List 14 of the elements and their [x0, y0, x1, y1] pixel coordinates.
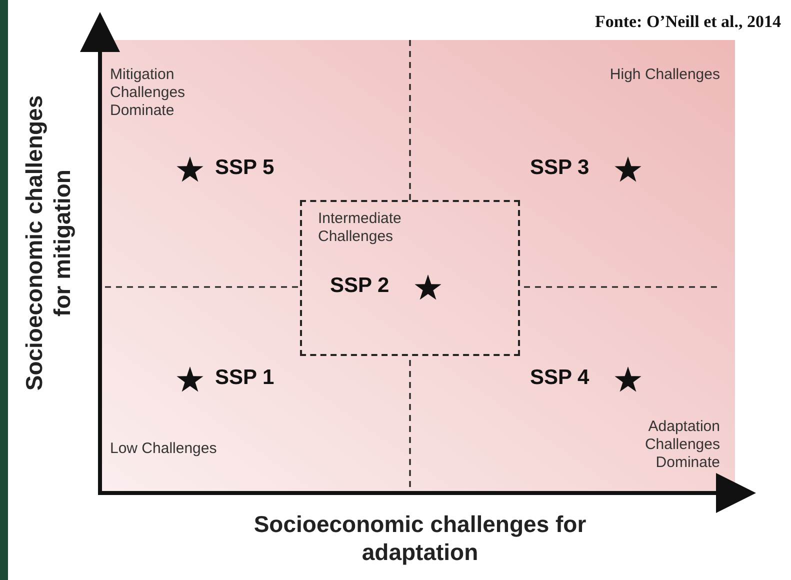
scenario-label: SSP 1 — [215, 366, 274, 390]
axis-title: Socioeconomic challenges for adaptation — [252, 510, 588, 566]
source-note: Fonte: O’Neill et al., 2014 — [594, 12, 781, 32]
quadrant-label: Low Challenges — [110, 440, 218, 458]
axis-title: Socioeconomic challenges for mitigation — [20, 94, 76, 393]
scenario-label: SSP 3 — [530, 156, 590, 180]
quadrant-label: Adaptation Challenges Dominate — [644, 418, 720, 472]
scenario-label: SSP 4 — [530, 366, 590, 390]
dashed-box — [300, 200, 520, 356]
scenario-label: SSP 5 — [215, 156, 274, 180]
scenario-label: SSP 2 — [330, 274, 390, 298]
quadrant-label: High Challenges — [608, 66, 720, 84]
quadrant-label: Mitigation Challenges Dominate — [110, 66, 186, 120]
box-heading: Intermediate Challenges — [318, 210, 402, 246]
